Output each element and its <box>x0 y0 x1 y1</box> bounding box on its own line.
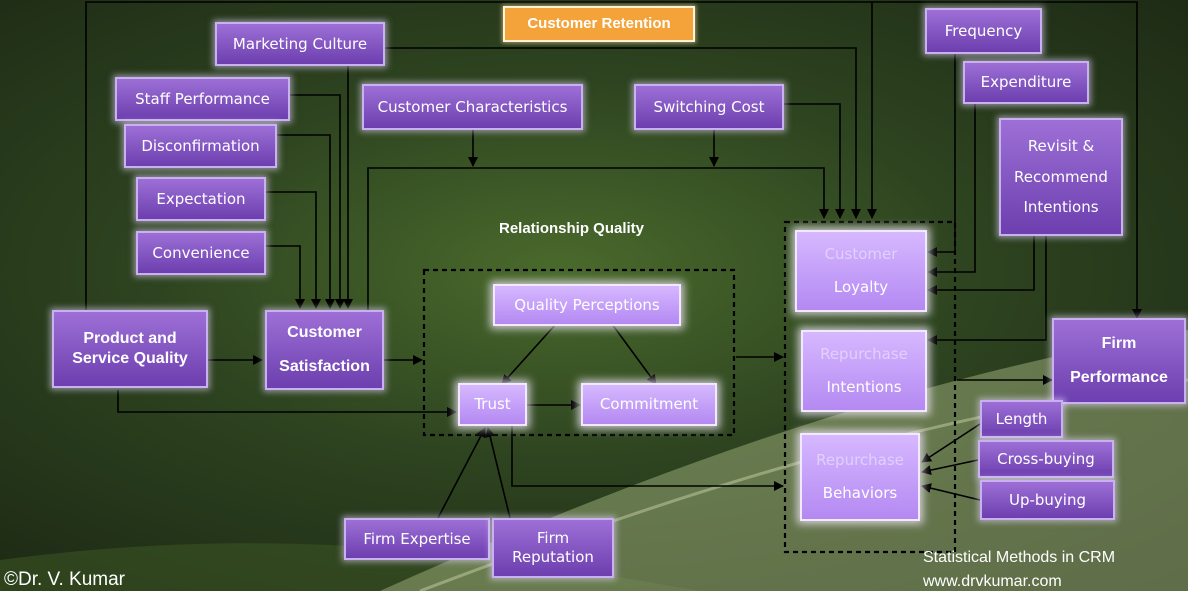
revisit-line1: Revisit & <box>1027 136 1095 155</box>
website-text: www.drvkumar.com <box>923 573 1062 590</box>
repurchase-intentions-label: Intentions <box>826 378 902 396</box>
product-service-quality-box: Product and Service Quality <box>52 310 208 388</box>
length-box: Length <box>980 400 1063 438</box>
repurchase-behaviors-box: Repurchase Behaviors <box>800 433 920 521</box>
customer-retention-title: Customer Retention <box>503 6 695 42</box>
customer-satisfaction-line2: Satisfaction <box>279 358 370 375</box>
relationship-quality-label: Relationship Quality <box>499 220 645 237</box>
customer-characteristics-box: Customer Characteristics <box>362 84 583 130</box>
relationship-quality-frame <box>422 268 736 437</box>
cross-buying-box: Cross-buying <box>978 440 1114 478</box>
repurchase-behaviors-label: Behaviors <box>822 484 898 502</box>
frequency-box: Frequency <box>925 8 1042 54</box>
firm-reputation-line2: Reputation <box>512 548 594 566</box>
firm-reputation-box: Firm Reputation <box>492 518 614 578</box>
trust-box: Trust <box>458 383 527 426</box>
retention-frame <box>783 220 957 554</box>
marketing-culture-box: Marketing Culture <box>215 22 385 66</box>
firm-performance-line2: Performance <box>1070 369 1168 386</box>
repurchase-intentions-box: Repurchase Intentions <box>801 330 927 412</box>
disconfirmation-box: Disconfirmation <box>124 124 277 168</box>
customer-loyalty-box: Customer Loyalty <box>795 230 927 312</box>
copyright-text: ©Dr. V. Kumar <box>4 569 126 590</box>
commitment-box: Commitment <box>581 383 717 426</box>
up-buying-box: Up-buying <box>980 480 1115 520</box>
expenditure-box: Expenditure <box>963 61 1089 104</box>
customer-loyalty-label: Loyalty <box>833 278 889 296</box>
convenience-box: Convenience <box>136 231 266 275</box>
customer-satisfaction-box: Customer Satisfaction <box>265 310 384 390</box>
repurchase-intentions-faint-label: Repurchase <box>820 345 908 364</box>
firm-performance-line1: Firm <box>1101 335 1137 352</box>
customer-loyalty-faint-label: Customer <box>824 245 898 264</box>
staff-performance-box: Staff Performance <box>115 77 290 121</box>
repurchase-behaviors-faint-label: Repurchase <box>816 451 904 470</box>
firm-reputation-line1: Firm <box>536 529 570 548</box>
product-service-quality-line2: Service Quality <box>72 350 188 367</box>
revisit-recommend-box: Revisit & Recommend Intentions <box>999 118 1123 236</box>
customer-satisfaction-line1: Customer <box>287 324 362 341</box>
firm-performance-box: Firm Performance <box>1052 318 1186 404</box>
revisit-line3: Intentions <box>1023 198 1099 217</box>
course-title-text: Statistical Methods in CRM <box>923 549 1116 566</box>
product-service-quality-line1: Product and <box>83 330 177 347</box>
revisit-line2: Recommend <box>1014 167 1108 186</box>
switching-cost-box: Switching Cost <box>634 84 784 130</box>
expectation-box: Expectation <box>136 177 266 221</box>
quality-perceptions-box: Quality Perceptions <box>493 284 681 326</box>
firm-expertise-box: Firm Expertise <box>344 518 490 560</box>
